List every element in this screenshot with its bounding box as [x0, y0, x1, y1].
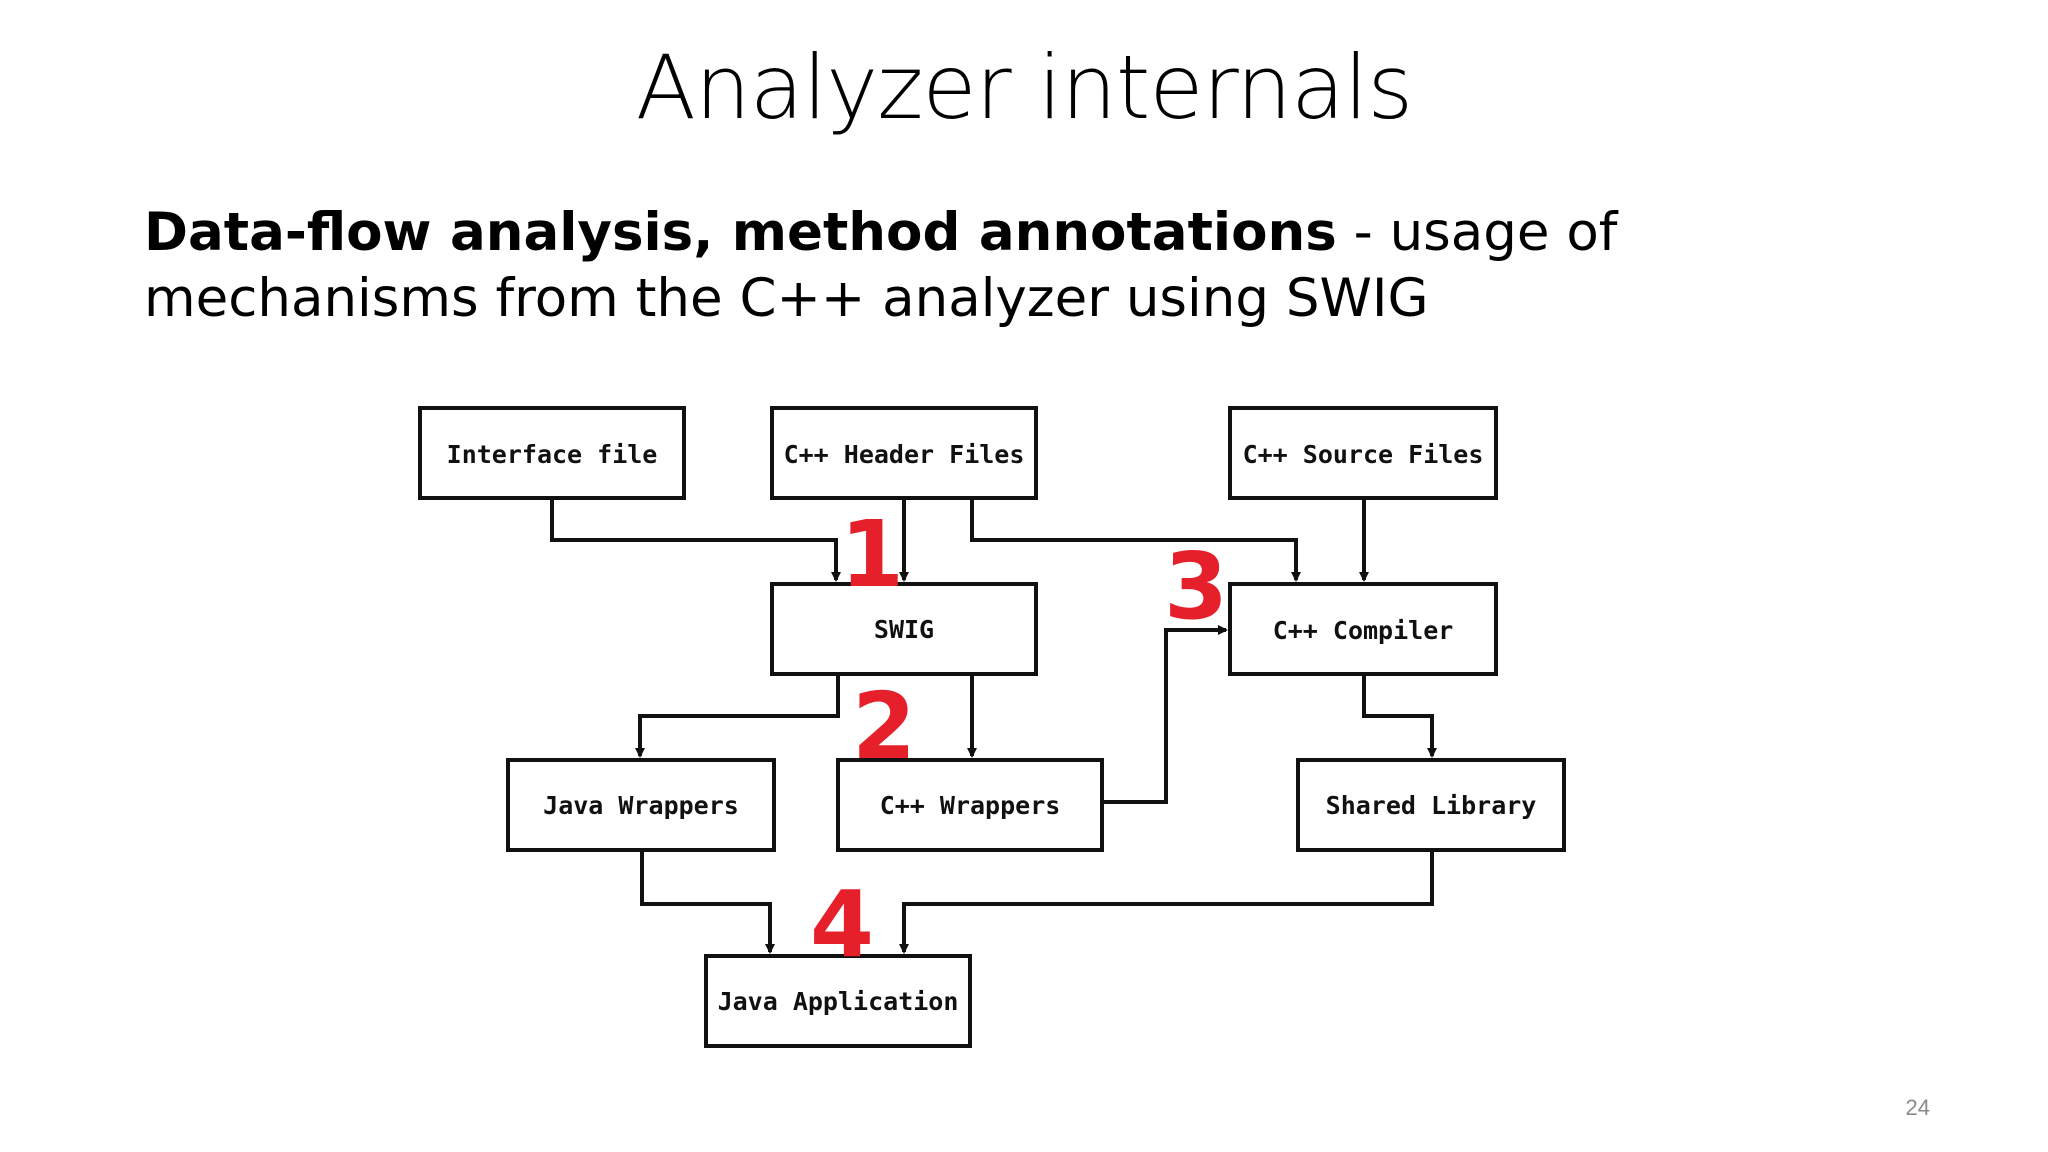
edge-compiler-to-shared-library: [1362, 674, 1437, 758]
node-cpp-compiler: C++ Compiler: [1228, 582, 1498, 676]
node-cpp-header-files: C++ Header Files: [770, 406, 1038, 500]
page-number: 24: [1905, 1095, 1930, 1120]
edge-swig-to-java-wrappers: [635, 674, 840, 758]
step-number-3: 3: [1164, 533, 1228, 640]
node-java-wrappers: Java Wrappers: [506, 758, 776, 852]
node-swig: SWIG: [770, 582, 1038, 676]
node-label: Shared Library: [1326, 791, 1537, 820]
edge-java-wrappers-to-app: [640, 850, 775, 954]
node-interface-file: Interface file: [418, 406, 686, 500]
subtitle-bold: Data-flow analysis, method annotations: [144, 202, 1337, 263]
node-shared-library: Shared Library: [1296, 758, 1566, 852]
edge-header-to-compiler: [970, 498, 1301, 582]
node-label: C++ Wrappers: [880, 791, 1061, 820]
edge-interface-to-swig: [550, 498, 841, 582]
node-label: Java Wrappers: [543, 791, 739, 820]
node-label: C++ Source Files: [1243, 440, 1484, 469]
node-cpp-wrappers: C++ Wrappers: [836, 758, 1104, 852]
subtitle-rest: - usage of mechanisms from the C++ analy…: [144, 202, 1618, 329]
edge-cpp-wrappers-to-compiler: [1100, 625, 1228, 804]
slide-subtitle: Data-flow analysis, method annotations -…: [144, 200, 1904, 332]
step-number-1: 1: [840, 501, 904, 608]
edge-shared-library-to-app: [899, 850, 1434, 954]
node-label: Interface file: [447, 440, 658, 469]
slide-title: Analyzer internals: [635, 36, 1413, 139]
diagram-edges: [550, 498, 1437, 954]
node-label: C++ Header Files: [784, 440, 1025, 469]
node-label: Java Application: [718, 987, 959, 1016]
node-label: SWIG: [874, 615, 934, 644]
step-number-4: 4: [810, 871, 874, 978]
node-label: C++ Compiler: [1273, 616, 1454, 645]
node-java-application: Java Application: [704, 954, 972, 1048]
node-cpp-source-files: C++ Source Files: [1228, 406, 1498, 500]
step-number-2: 2: [852, 673, 916, 780]
